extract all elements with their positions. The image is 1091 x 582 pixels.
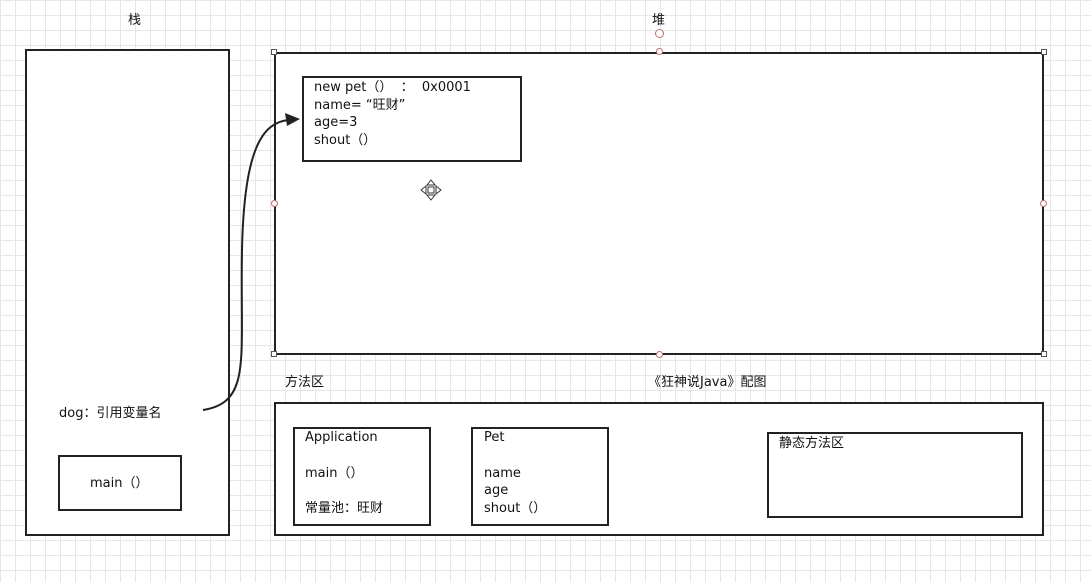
caption-label: 《狂神说Java》配图 xyxy=(648,375,767,390)
main-stack-box[interactable]: main（） xyxy=(58,455,182,511)
application-line-5: 常量池：旺财 xyxy=(305,501,384,516)
pet-object-line-3: age=3 xyxy=(314,115,358,130)
resize-handle-left[interactable] xyxy=(271,200,278,207)
method-area-label: 方法区 xyxy=(285,375,325,390)
pet-object-line-1: new pet（） ： 0x0001 xyxy=(314,80,471,95)
reference-arrow-line[interactable] xyxy=(202,119,290,411)
rotate-handle[interactable] xyxy=(655,29,664,38)
stack-box[interactable] xyxy=(25,49,230,536)
pet-class-line-5: shout（） xyxy=(484,501,547,516)
reference-arrow-head xyxy=(285,113,300,126)
resize-handle-bl[interactable] xyxy=(271,351,277,357)
pet-object-line-2: name= “旺财” xyxy=(314,98,406,113)
resize-handle-tr[interactable] xyxy=(1041,49,1047,55)
move-cursor-icon xyxy=(420,179,442,201)
pet-class-box[interactable]: Pet name age shout（） xyxy=(471,427,609,526)
pet-class-line-4: age xyxy=(484,483,509,498)
pet-object-box[interactable]: new pet（） ： 0x0001 name= “旺财” age=3 shou… xyxy=(302,76,522,162)
static-method-area-label: 静态方法区 xyxy=(779,436,845,451)
static-method-area-box[interactable]: 静态方法区 xyxy=(767,432,1023,518)
resize-handle-top[interactable] xyxy=(656,48,663,55)
stack-label: 栈 xyxy=(128,13,142,28)
application-box[interactable]: Application main（） 常量池：旺财 xyxy=(293,427,431,526)
pet-class-line-1: Pet xyxy=(484,430,505,445)
resize-handle-bottom[interactable] xyxy=(656,351,663,358)
resize-handle-tl[interactable] xyxy=(271,49,277,55)
resize-handle-br[interactable] xyxy=(1041,351,1047,357)
application-line-3: main（） xyxy=(305,466,364,481)
application-line-1: Application xyxy=(305,430,378,445)
resize-handle-right[interactable] xyxy=(1040,200,1047,207)
main-stack-label: main（） xyxy=(90,476,149,491)
pet-object-line-4: shout（） xyxy=(314,133,377,148)
heap-label: 堆 xyxy=(652,13,666,28)
pet-class-line-3: name xyxy=(484,466,521,481)
dog-reference-label: dog：引用变量名 xyxy=(59,406,162,421)
